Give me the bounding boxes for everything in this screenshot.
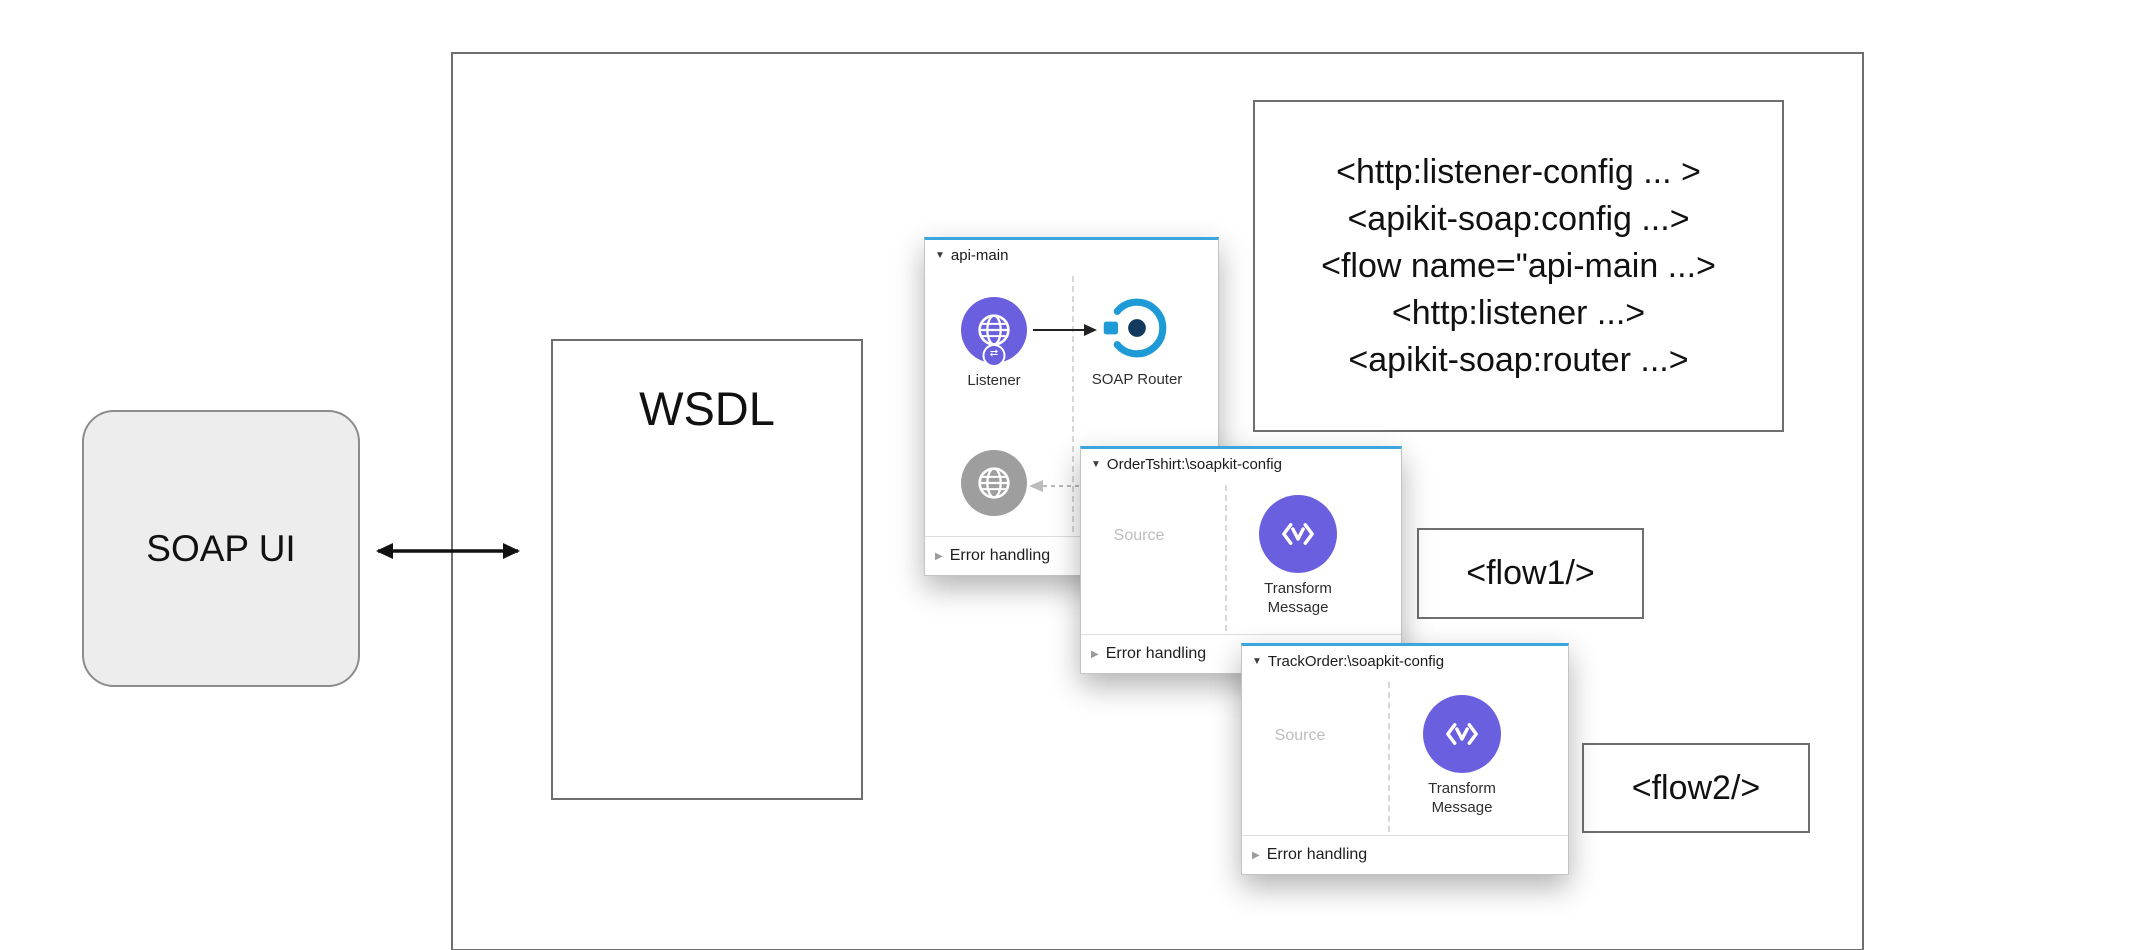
- flow-title: TrackOrder:\soapkit-config: [1267, 653, 1445, 670]
- transform-message-icon[interactable]: [1423, 695, 1501, 773]
- dataweave-icon: [1446, 723, 1478, 745]
- transform-message-node[interactable]: Transform Message: [1238, 495, 1358, 617]
- flow2-box: <flow2/>: [1582, 743, 1810, 833]
- source-placeholder: Source: [1113, 527, 1165, 544]
- error-handling-label: Error handling: [1105, 645, 1207, 662]
- transform-message-icon[interactable]: [1259, 495, 1337, 573]
- expand-icon[interactable]: ▶: [1091, 648, 1099, 660]
- collapse-icon[interactable]: ▼: [1252, 656, 1262, 667]
- flow1-box: <flow1/>: [1417, 528, 1644, 619]
- flow1-label: <flow1/>: [1466, 554, 1595, 592]
- error-handling-label: Error handling: [1266, 846, 1368, 863]
- code-line: <flow name="api-main ...>: [1321, 246, 1716, 285]
- code-line: <http:listener-config ... >: [1336, 152, 1701, 191]
- transform-message-label: Transform Message: [1428, 780, 1496, 816]
- flow-arrow-icon: [1033, 324, 1097, 336]
- code-line: <apikit-soap:router ...>: [1348, 340, 1689, 379]
- error-handling-section[interactable]: ▶ Error handling: [1242, 835, 1568, 874]
- exchange-badge-icon: ⇄: [982, 344, 1006, 367]
- canvas-guide-line: [1388, 682, 1390, 832]
- code-line: <http:listener ...>: [1391, 293, 1646, 332]
- collapse-icon[interactable]: ▼: [1091, 459, 1101, 470]
- xml-config-box: <http:listener-config ... > <apikit-soap…: [1253, 100, 1784, 432]
- source-placeholder: Source: [1274, 727, 1326, 744]
- dataweave-icon: [1282, 523, 1314, 545]
- inactive-listener-icon[interactable]: [961, 450, 1027, 516]
- http-listener-icon[interactable]: ⇄: [961, 297, 1027, 367]
- listener-label: Listener: [967, 372, 1021, 389]
- transform-message-label: Transform Message: [1264, 580, 1332, 616]
- expand-icon[interactable]: ▶: [1252, 849, 1260, 861]
- canvas-guide-line: [1072, 276, 1074, 532]
- soap-router-label: SOAP Router: [1091, 371, 1183, 388]
- wsdl-box: WSDL: [551, 339, 863, 800]
- soap-router-icon[interactable]: [1099, 290, 1175, 366]
- soap-router-node[interactable]: SOAP Router: [1077, 290, 1197, 389]
- flow-panel-track-order[interactable]: ▼ TrackOrder:\soapkit-config Source Tran…: [1241, 643, 1569, 875]
- dashed-back-arrow-icon: [1029, 480, 1085, 492]
- soap-ui-label: SOAP UI: [146, 527, 296, 569]
- soap-ui-box: SOAP UI: [82, 410, 360, 687]
- flow-panel-order-tshirt[interactable]: ▼ OrderTshirt:\soapkit-config Source Tra…: [1080, 446, 1402, 674]
- globe-icon: [978, 467, 1010, 499]
- http-listener-node[interactable]: ⇄ Listener: [934, 297, 1054, 390]
- flow-title: api-main: [950, 247, 1009, 264]
- code-line: <apikit-soap:config ...>: [1347, 199, 1690, 238]
- wsdl-label: WSDL: [639, 382, 775, 435]
- error-handling-label: Error handling: [949, 547, 1051, 564]
- expand-icon[interactable]: ▶: [935, 550, 943, 562]
- transform-message-node[interactable]: Transform Message: [1402, 695, 1522, 817]
- flow-title-bar[interactable]: ▼ api-main: [935, 247, 1008, 264]
- flow-title-bar[interactable]: ▼ OrderTshirt:\soapkit-config: [1091, 456, 1282, 473]
- flow-title: OrderTshirt:\soapkit-config: [1106, 456, 1282, 473]
- collapse-icon[interactable]: ▼: [935, 250, 945, 261]
- canvas-guide-line: [1225, 485, 1227, 631]
- bidirectional-arrow-icon: [376, 543, 520, 559]
- flow-title-bar[interactable]: ▼ TrackOrder:\soapkit-config: [1252, 653, 1444, 670]
- flow2-label: <flow2/>: [1631, 768, 1761, 807]
